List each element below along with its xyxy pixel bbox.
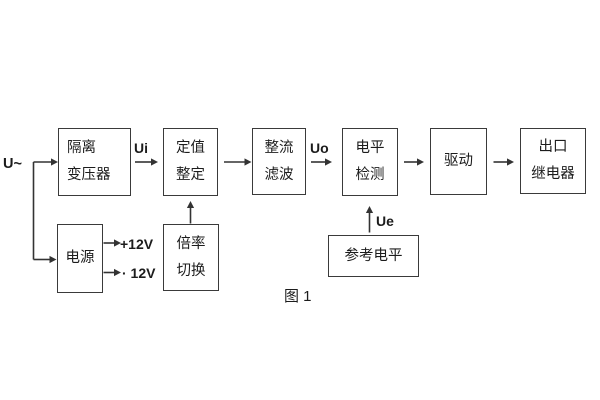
arrow-uo-head	[325, 158, 332, 166]
ui-signal-label: Ui	[134, 140, 148, 156]
block-level-detector: 电平 检测	[342, 128, 398, 196]
block-line: 继电器	[531, 166, 575, 182]
block-line: 整流	[264, 139, 294, 156]
block-line: 出口	[538, 139, 568, 155]
uo-signal-label: Uo	[310, 140, 329, 156]
arrow-input-power-head	[49, 255, 57, 264]
minus-12v-label: · 12V	[122, 265, 156, 281]
block-value-setting: 定值 整定	[163, 128, 218, 196]
arrow-minus12-head	[114, 268, 121, 277]
block-line: 定值	[176, 140, 205, 156]
block-line: 电平	[355, 140, 385, 156]
block-line: 驱动	[444, 153, 473, 169]
ue-signal-label: Ue	[376, 213, 394, 229]
figure-caption: 图 1	[284, 288, 312, 305]
block-line: 电源	[65, 250, 95, 266]
arrow-plus12-head	[114, 239, 121, 247]
block-rectifier-filter: 整流 滤波	[252, 128, 306, 195]
block-line: 参考电平	[344, 247, 403, 264]
block-isolation-transformer: 隔离 变压器	[58, 128, 131, 196]
arrow-ue-head	[365, 206, 374, 213]
block-output-relay: 出口 继电器	[520, 128, 586, 194]
block-reference-level: 参考电平	[328, 235, 419, 277]
block-line: 隔离	[67, 140, 96, 156]
arrow-ui-head	[151, 158, 158, 166]
block-power-supply: 电源	[57, 224, 103, 293]
arrow-detector-driver-head	[417, 158, 424, 166]
block-driver: 驱动	[430, 128, 487, 195]
block-ratio-switch: 倍率 切换	[163, 224, 219, 291]
input-signal-label: U~	[3, 156, 22, 172]
arrow-input-transformer-head	[51, 158, 58, 166]
block-line: 变压器	[67, 167, 111, 183]
arrow-ratio-setting-head	[186, 201, 195, 208]
block-line: 检测	[355, 167, 385, 183]
block-line: 倍率	[176, 235, 206, 252]
arrow-driver-relay-head	[507, 158, 514, 166]
block-line: 切换	[176, 262, 206, 279]
plus-12v-label: +12V	[120, 236, 154, 252]
block-line: 滤波	[264, 166, 294, 183]
block-line: 整定	[176, 167, 205, 183]
arrow-setting-rectifier-head	[244, 158, 252, 166]
